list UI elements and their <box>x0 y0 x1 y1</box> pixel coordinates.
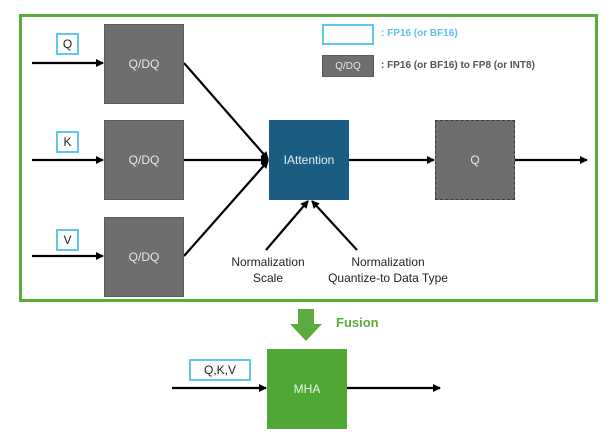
mha-block: MHA <box>267 349 347 429</box>
fusion-label: Fusion <box>336 315 379 330</box>
legend-fp16-label: : FP16 (or BF16) <box>381 28 458 39</box>
normalization-dtype-line2: Quantize-to Data Type <box>328 271 448 285</box>
normalization-dtype-label: Normalization Quantize-to Data Type <box>318 254 458 286</box>
normalization-dtype-line1: Normalization <box>351 255 425 269</box>
norm-scale-arrow <box>265 200 309 251</box>
normalization-scale-line2: Scale <box>252 271 284 285</box>
legend-qdq-swatch: Q/DQ <box>322 55 374 77</box>
qdq-block-q: Q/DQ <box>104 24 184 104</box>
normalization-scale-label: Normalization Scale <box>218 254 318 286</box>
input-label-q: Q <box>56 33 79 55</box>
output-quantize-block: Q <box>435 120 515 200</box>
input-label-v: V <box>56 229 79 251</box>
input-label-k: K <box>56 131 79 153</box>
q-to-attention-arrow <box>183 62 269 160</box>
normalization-scale-line1: Normalization <box>231 255 305 269</box>
qdq-block-v: Q/DQ <box>104 217 184 297</box>
qdq-block-k: Q/DQ <box>104 120 184 200</box>
legend-fp16-swatch <box>322 24 374 45</box>
fusion-arrow-icon <box>290 309 322 341</box>
iattention-block: IAttention <box>269 120 349 200</box>
qkv-input-label: Q,K,V <box>189 359 251 381</box>
v-to-attention-arrow <box>183 160 269 257</box>
legend-qdq-label: : FP16 (or BF16) to FP8 (or INT8) <box>381 60 535 71</box>
norm-dtype-arrow <box>311 200 358 251</box>
unfused-graph-frame <box>19 14 598 302</box>
